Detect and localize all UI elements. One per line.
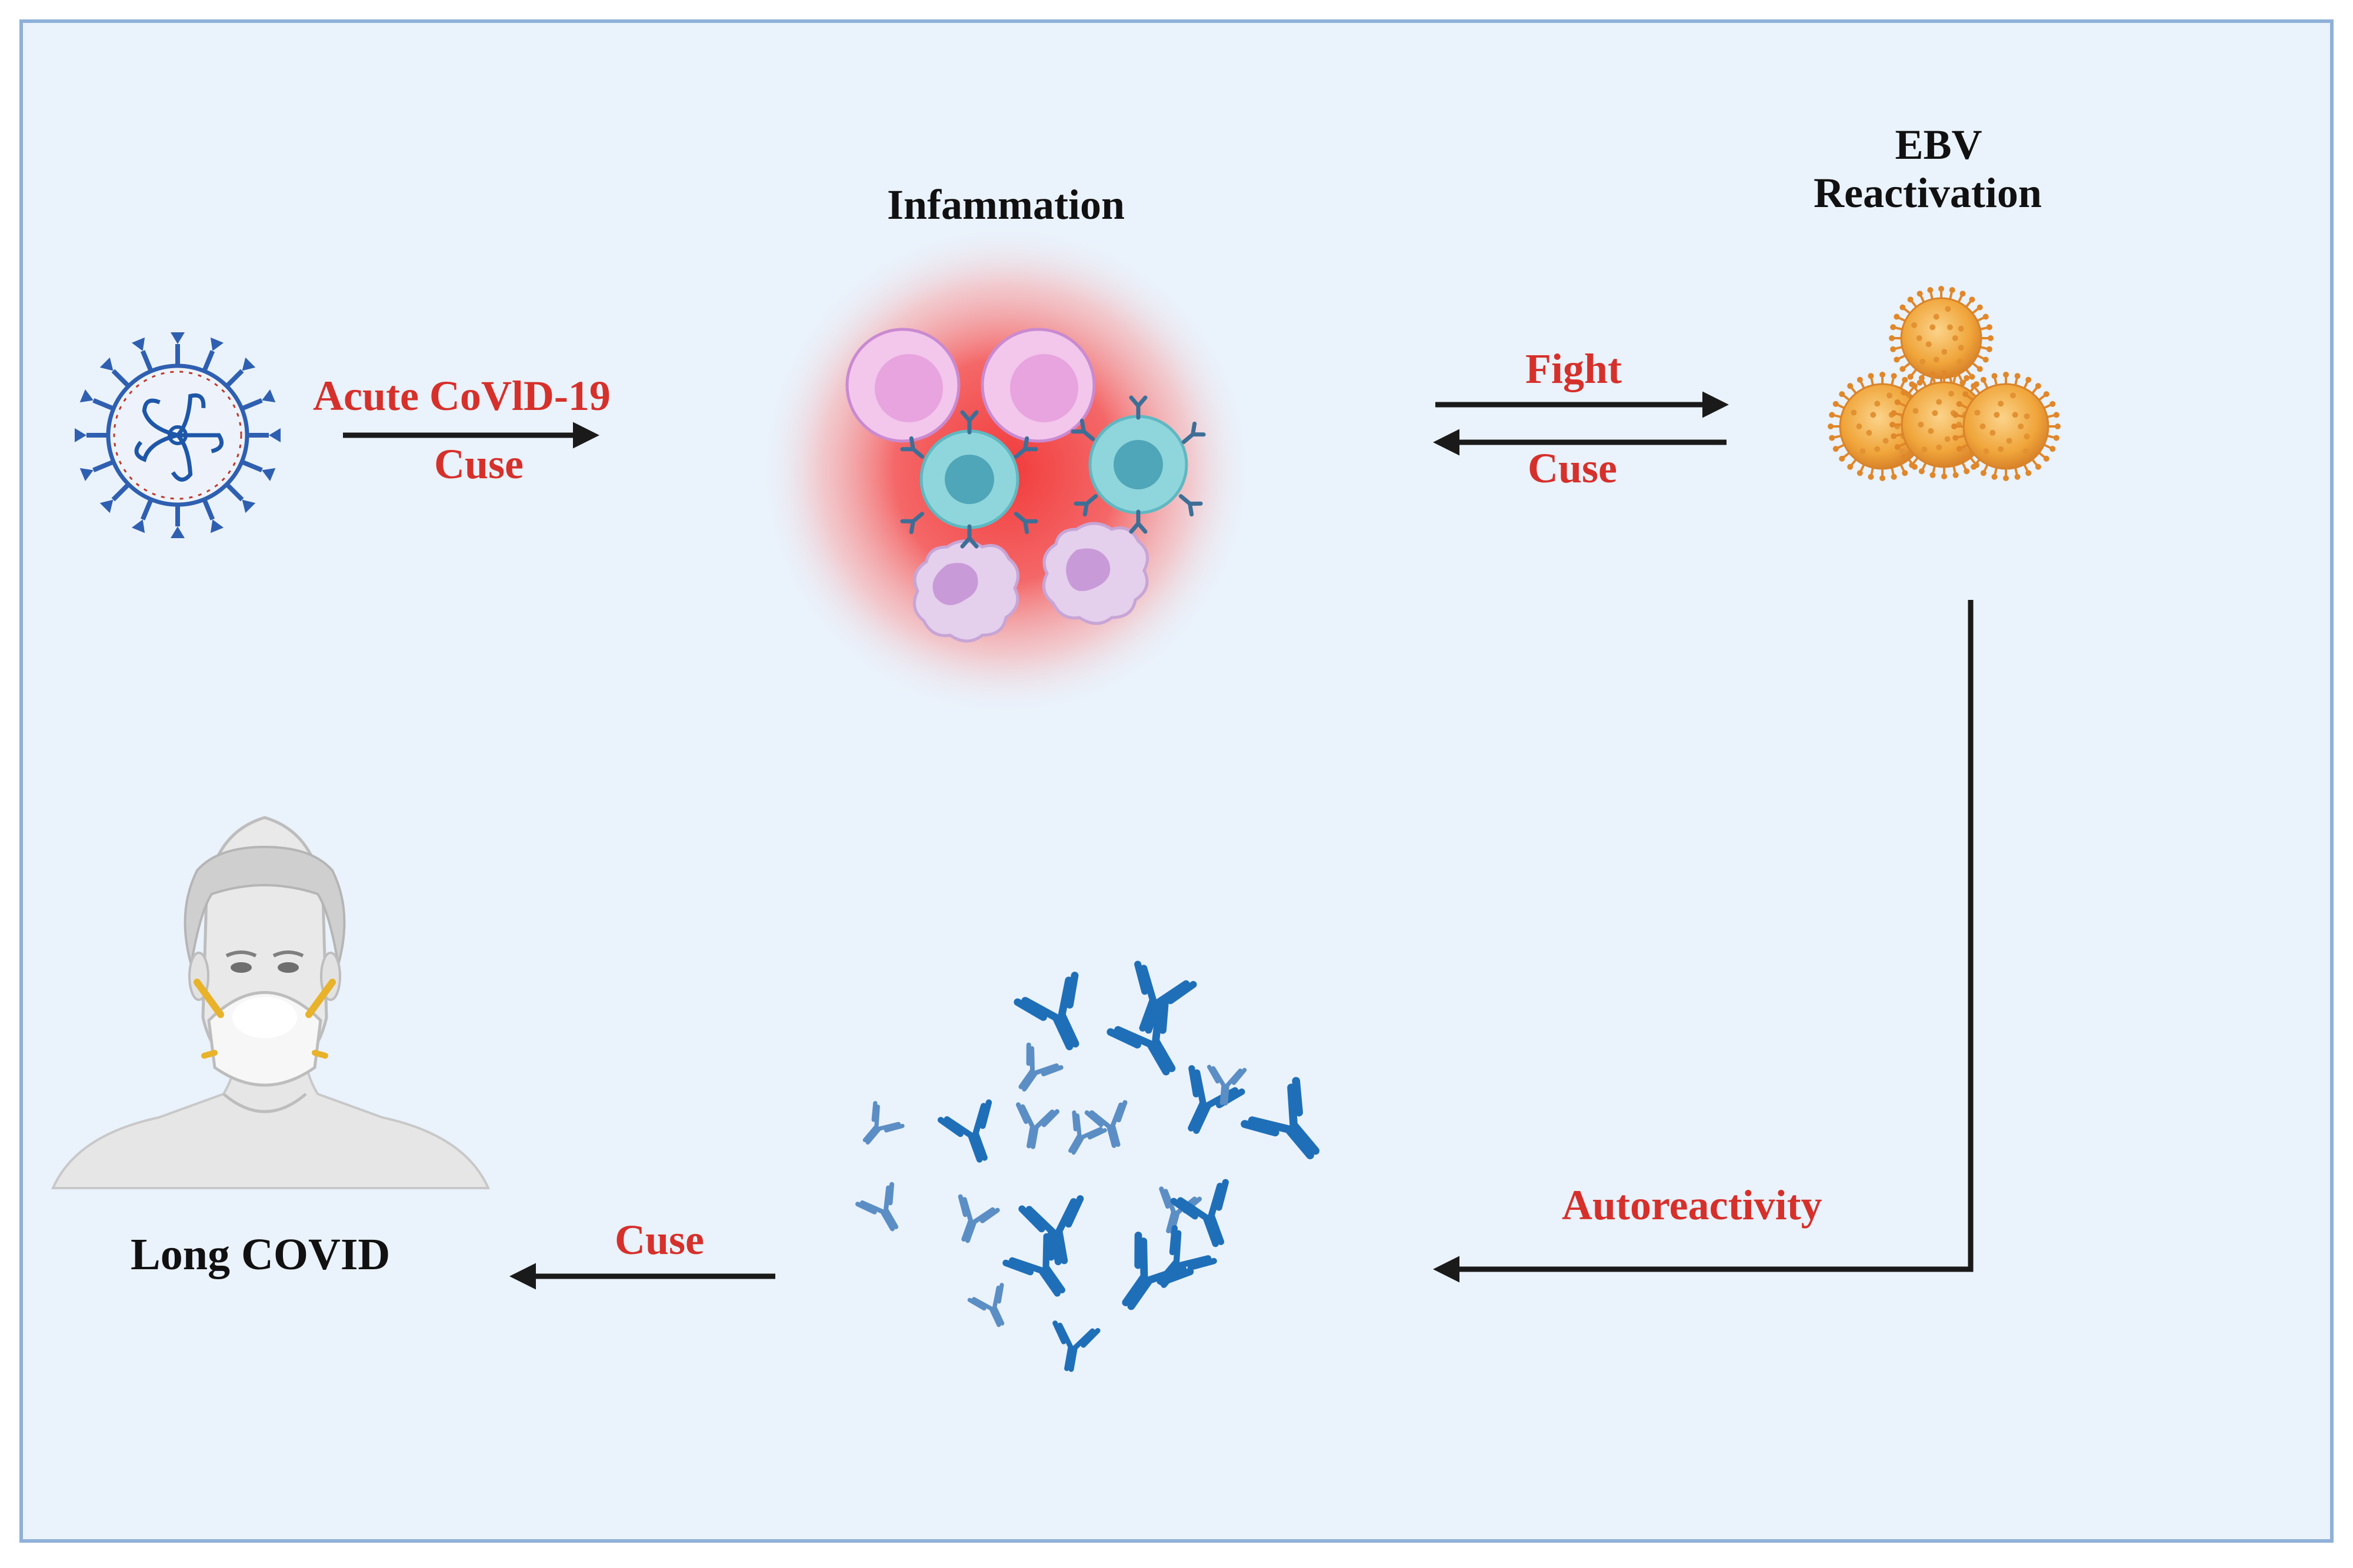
cause-label-antibodies: Cuse	[615, 1216, 705, 1263]
acute-covid-label: Acute CoVlD-19	[313, 372, 611, 419]
immune-cells-inflammation-icon	[759, 223, 1253, 718]
diagram-frame	[19, 19, 2334, 1543]
ebv-label-line2: Reactivation	[1814, 169, 2042, 216]
inflammation-label: Infammation	[887, 181, 1125, 228]
masked-person-icon	[51, 816, 491, 1189]
autoreactivity-label: Autoreactivity	[1562, 1182, 1822, 1229]
sars-cov-2-virus-icon	[75, 332, 281, 538]
cause-label-covid: Cuse	[434, 441, 524, 488]
fight-label: Fight	[1525, 345, 1622, 392]
ebv-virus-cluster-icon	[1828, 286, 2061, 481]
ebv-label-line1: EBV	[1895, 121, 1982, 168]
arrow-autoreactivity	[1433, 600, 1974, 1283]
cause-label-ebv: Cuse	[1528, 445, 1618, 492]
antibodies-icon	[855, 960, 1320, 1372]
long-covid-label: Long COVID	[131, 1230, 391, 1279]
